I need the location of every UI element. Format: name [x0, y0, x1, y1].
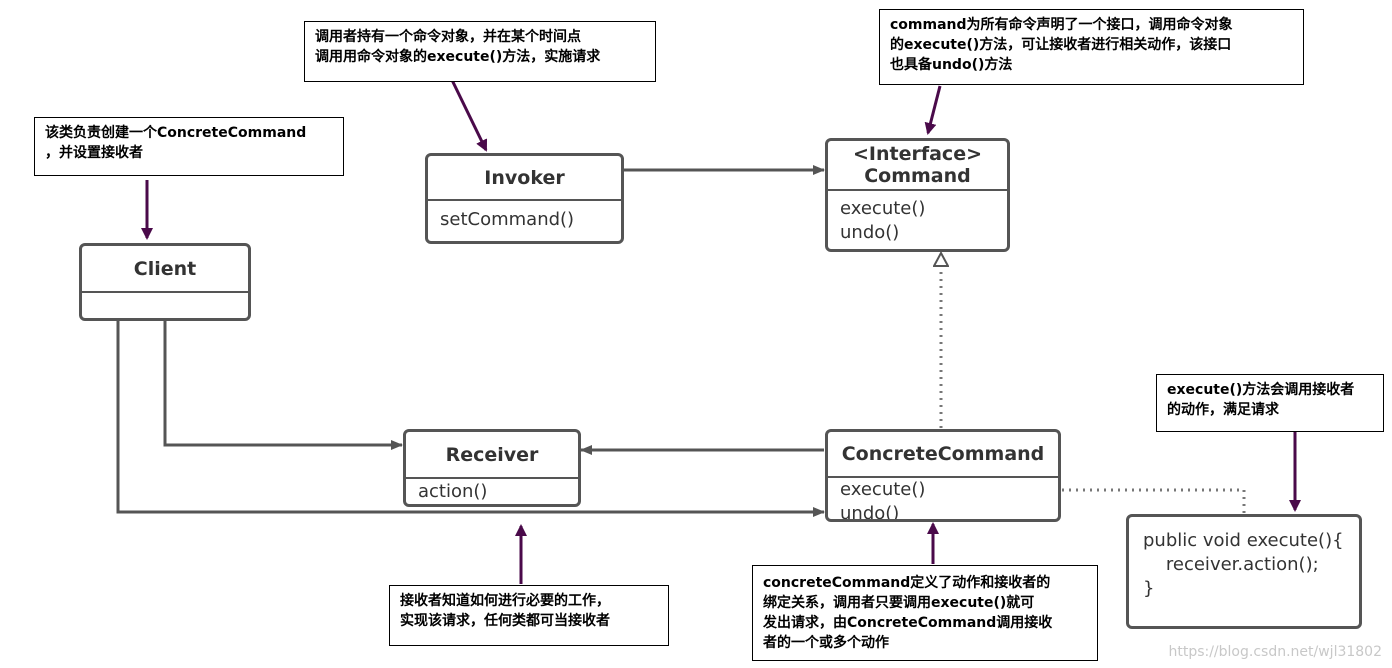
- command-interface-name: <Interface> Command: [828, 141, 1007, 191]
- invoker-class: Invoker setCommand(): [425, 153, 624, 244]
- execute-note: execute()方法会调用接收者 的动作，满足请求: [1156, 374, 1384, 432]
- command-method: undo(): [840, 222, 900, 243]
- invoker-method: setCommand(): [440, 209, 575, 230]
- command-interface: <Interface> Command execute() undo(): [825, 138, 1010, 252]
- invoker-methods: setCommand(): [428, 201, 621, 232]
- receiver-method: action(): [418, 481, 488, 502]
- receiver-methods: action(): [406, 479, 578, 504]
- concrete-method: execute(): [840, 479, 926, 500]
- watermark-text: https://blog.csdn.net/wjl31802: [1168, 644, 1382, 660]
- invoker-note-pointer: [450, 79, 488, 152]
- command-method: execute(): [840, 198, 926, 219]
- client-class: Client: [79, 243, 251, 321]
- receiver-note: 接收者知道如何进行必要的工作， 实现该请求，任何类都可当接收者: [389, 585, 669, 646]
- invoker-class-name: Invoker: [428, 156, 621, 201]
- concrete-command-class: ConcreteCommand execute() undo(): [825, 429, 1061, 522]
- code-line: }: [1143, 578, 1155, 599]
- client-to-receiver-arrow: [163, 320, 403, 450]
- client-methods: [82, 293, 248, 295]
- concrete-command-methods: execute() undo(): [828, 478, 1058, 522]
- concrete-note: concreteCommand定义了动作和接收者的 绑定关系，调用者只要调用ex…: [752, 565, 1098, 661]
- invoker-note: 调用者持有一个命令对象，并在某个时间点 调用用命令对象的execute()方法，…: [304, 21, 656, 82]
- concrete-method: undo(): [840, 503, 900, 522]
- concrete-command-class-name: ConcreteCommand: [828, 432, 1058, 478]
- client-note: 该类负责创建一个ConcreteCommand ，并设置接收者: [34, 117, 344, 176]
- receiver-class-name: Receiver: [406, 432, 578, 479]
- command-note-pointer: [924, 85, 942, 135]
- concrete-to-code-link: [1062, 488, 1246, 514]
- client-to-concrete-arrow: [116, 320, 825, 517]
- command-stereotype: <Interface>: [852, 143, 982, 165]
- receiver-class: Receiver action(): [403, 429, 581, 507]
- execute-code-box: public void execute(){ receiver.action()…: [1126, 514, 1362, 629]
- command-note: command为所有命令声明了一个接口，调用命令对象 的execute()方法，…: [879, 9, 1304, 85]
- command-methods: execute() undo(): [828, 191, 1007, 245]
- client-class-name: Client: [82, 246, 248, 293]
- code-line: public void execute(){: [1143, 530, 1344, 551]
- command-name: Command: [864, 165, 971, 187]
- code-line: receiver.action();: [1143, 554, 1319, 575]
